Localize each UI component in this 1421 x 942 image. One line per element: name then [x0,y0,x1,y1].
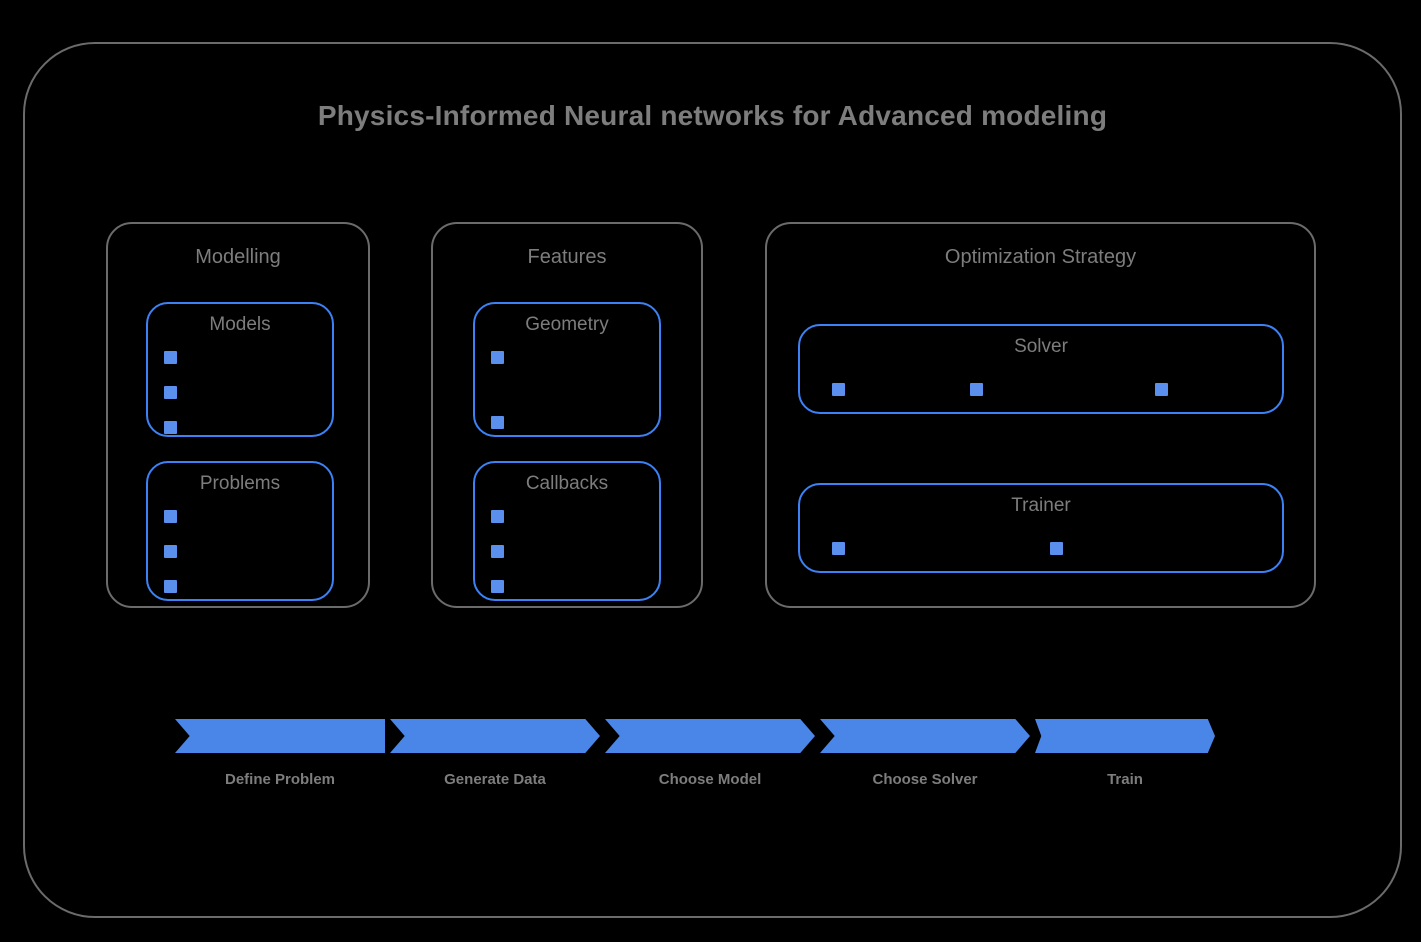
page-title: Physics-Informed Neural networks for Adv… [317,100,1108,131]
pipeline-step-arrow[interactable] [1035,719,1215,753]
list-item-bullet-icon [491,507,507,523]
pipeline-step-arrow[interactable] [820,719,1030,753]
box-geometry-label: Geometry [525,314,609,335]
pipeline-step-label: Train [1107,771,1143,788]
box-geometry[interactable]: Geometry [473,302,661,437]
box-models-label: Models [209,314,271,335]
list-item-bullet-icon [832,539,848,555]
list-item-bullet-icon [164,418,180,434]
list-item-bullet-icon [832,380,848,396]
list-item-bullet-icon [1050,539,1066,555]
box-problems-label: Problems [199,473,281,494]
list-item-bullet-icon [164,507,180,523]
list-item-bullet-icon [164,348,180,364]
box-solver[interactable]: Solver [798,324,1284,414]
group-optimization-strategy: Optimization Strategy [765,222,1316,608]
group-features: Features [431,222,703,608]
pipeline-step-label: Choose Model [658,771,762,788]
pipeline-step-arrow[interactable] [605,719,815,753]
box-trainer[interactable]: Trainer [798,483,1284,573]
pipeline-step-label: Generate Data [444,771,546,788]
workflow-pipeline: Define Problem Generate Data Choose Mode… [175,719,1215,788]
outer-frame [23,42,1402,918]
group-modelling-label: Modelling [195,246,281,268]
pipeline-step-arrow[interactable] [390,719,600,753]
group-optimization-strategy-label: Optimization Strategy [944,246,1137,268]
list-item-bullet-icon [164,542,180,558]
pipeline-step-label: Choose Solver [872,771,978,788]
list-item-bullet-icon [491,542,507,558]
list-item-bullet-icon [164,383,180,399]
list-item-bullet-icon [491,413,507,429]
box-trainer-label: Trainer [1011,495,1071,516]
list-item-bullet-icon [164,577,180,593]
box-solver-label: Solver [1014,336,1068,357]
list-item-bullet-icon [491,348,507,364]
box-callbacks[interactable]: Callbacks [473,461,661,601]
pipeline-step-label: Define Problem [224,771,336,788]
box-models[interactable]: Models [146,302,334,437]
list-item-bullet-icon [970,380,986,396]
list-item-bullet-icon [1155,380,1171,396]
list-item-bullet-icon [491,577,507,593]
box-problems[interactable]: Problems [146,461,334,601]
box-callbacks-label: Callbacks [525,473,609,494]
group-modelling: Modelling [106,222,370,608]
group-features-label: Features [527,246,607,268]
pipeline-step-arrow[interactable] [175,719,385,753]
